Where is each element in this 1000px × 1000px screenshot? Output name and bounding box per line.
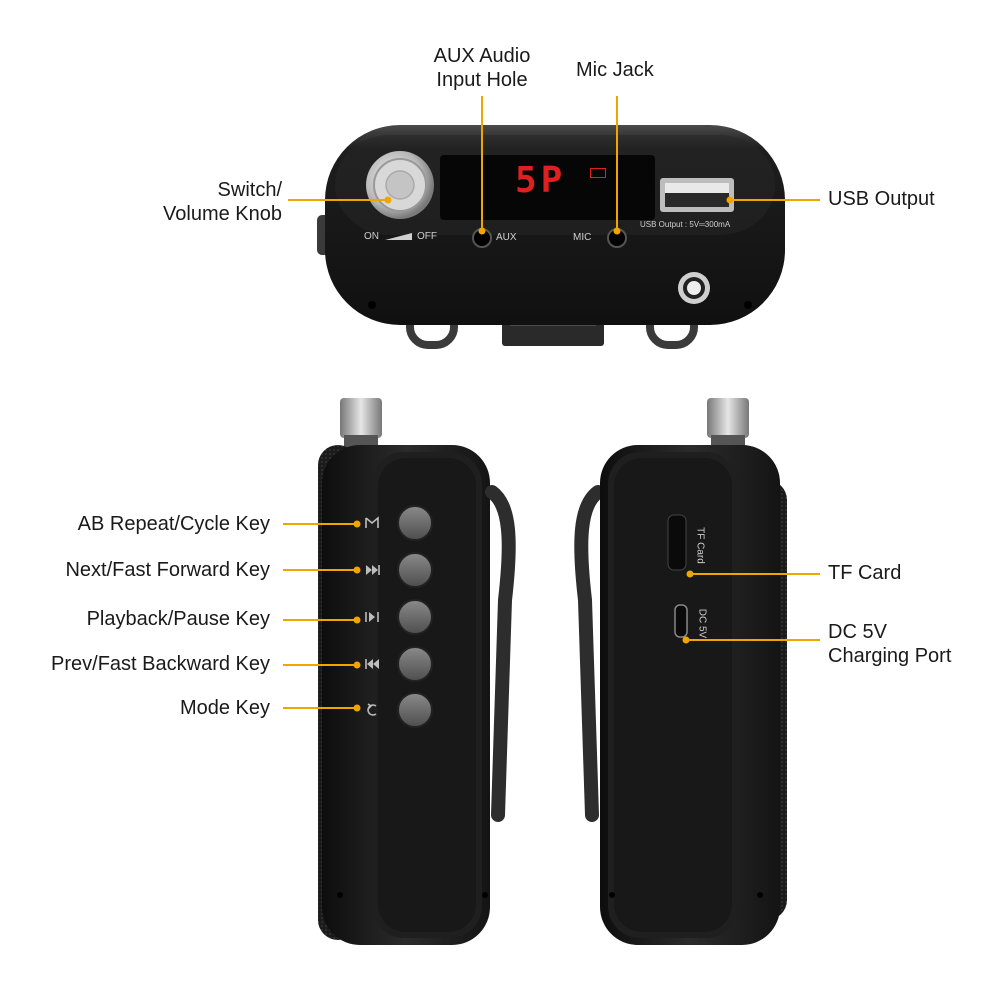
- play-pause-button[interactable]: [397, 599, 433, 635]
- on-label: ON: [364, 231, 379, 242]
- mic-jack-label: Mic Jack: [576, 59, 654, 81]
- off-label: OFF: [417, 231, 437, 242]
- aux-audio-input-label: AUX Audio Input Hole: [433, 45, 531, 91]
- tf-card-device-label: TF Card: [694, 527, 706, 564]
- mode-key-label: Mode Key: [179, 697, 270, 719]
- prev-button[interactable]: [397, 646, 433, 682]
- dc-charging-port-label: DC 5V Charging Port: [828, 621, 952, 667]
- usb-output-label: USB Output: [828, 188, 935, 210]
- switch-volume-knob-label: Switch/ Volume Knob: [163, 179, 282, 225]
- playback-pause-label: Playback/Pause Key: [86, 608, 270, 630]
- dc-device-label: DC 5V: [696, 608, 708, 639]
- next-icon: [366, 565, 380, 575]
- next-fast-forward-label: Next/Fast Forward Key: [65, 559, 270, 581]
- next-button[interactable]: [397, 552, 433, 588]
- usb-spec-label: USB Output : 5V═300mA: [640, 220, 731, 229]
- prev-icon: [365, 659, 379, 669]
- device-left-view: [318, 398, 516, 945]
- callout-lines: [283, 96, 820, 712]
- buttons-column: [397, 505, 433, 728]
- prev-fast-backward-label: Prev/Fast Backward Key: [51, 653, 270, 675]
- display-indicator: [590, 168, 606, 178]
- tf-card-label: TF Card: [828, 562, 902, 584]
- m-icon: [365, 516, 379, 528]
- mic-label: MIC: [573, 232, 592, 243]
- aux-label: AUX: [496, 232, 517, 243]
- ab-repeat-button[interactable]: [397, 505, 433, 541]
- ab-repeat-label: AB Repeat/Cycle Key: [77, 513, 270, 535]
- mode-icon: [367, 703, 377, 716]
- display-readout: 5P: [515, 160, 567, 201]
- device-top-view: [317, 125, 785, 349]
- mode-button[interactable]: [397, 692, 433, 728]
- device-right-view: [574, 398, 787, 945]
- play-pause-icon: [365, 612, 379, 622]
